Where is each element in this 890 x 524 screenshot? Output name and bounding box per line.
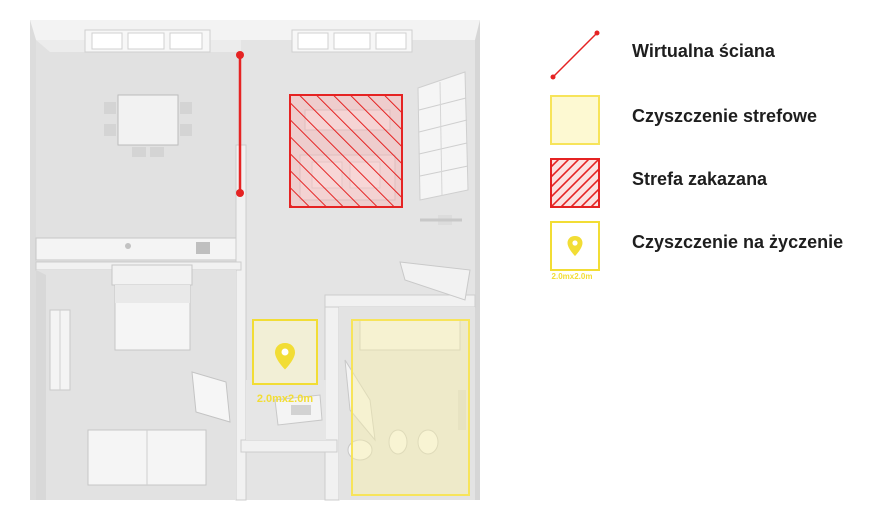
no-go-zone-label: Strefa zakazana (632, 169, 768, 189)
zone-cleaning-area[interactable] (351, 319, 470, 496)
hall-cabinet (399, 261, 471, 301)
virtual-wall[interactable] (236, 51, 244, 197)
shelving-unit (417, 71, 469, 201)
floor-plan: 2.0mx2.0m (30, 20, 480, 501)
no-go-zone-swatch (550, 158, 600, 208)
virtual-wall-swatch (550, 30, 600, 80)
legend-item-spot-cleaning: 2.0mx2.0m Czyszczenie na życzenie (540, 216, 880, 296)
location-pin-icon (275, 343, 295, 370)
spot-cleaning-area[interactable]: 2.0mx2.0m (252, 319, 318, 405)
spot-cleaning-swatch (550, 221, 600, 271)
ceiling-light-left (84, 29, 211, 53)
plan-spot-size-label: 2.0mx2.0m (257, 393, 313, 405)
legend: Wirtualna ściana Czyszczenie strefowe (540, 20, 890, 320)
location-pin-icon (567, 236, 583, 256)
no-go-zone-area[interactable] (289, 94, 403, 208)
ceiling-light-right (291, 29, 413, 53)
spot-cleaning-label: Czyszczenie na życzenie (632, 232, 844, 252)
legend-item-zone-cleaning: Czyszczenie strefowe (540, 90, 880, 150)
legend-item-virtual-wall: Wirtualna ściana (540, 25, 880, 85)
zone-cleaning-label: Czyszczenie strefowe (632, 106, 818, 126)
dining-table (104, 94, 192, 157)
zone-cleaning-swatch (550, 95, 600, 145)
bathroom (339, 307, 475, 500)
wall-tap (420, 215, 462, 225)
spot-size-label: 2.0mx2.0m (551, 272, 593, 281)
hallway (246, 380, 326, 440)
bedroom (36, 264, 236, 500)
legend-item-no-go-zone: Strefa zakazana (540, 153, 880, 213)
virtual-wall-label: Wirtualna ściana (632, 41, 775, 61)
